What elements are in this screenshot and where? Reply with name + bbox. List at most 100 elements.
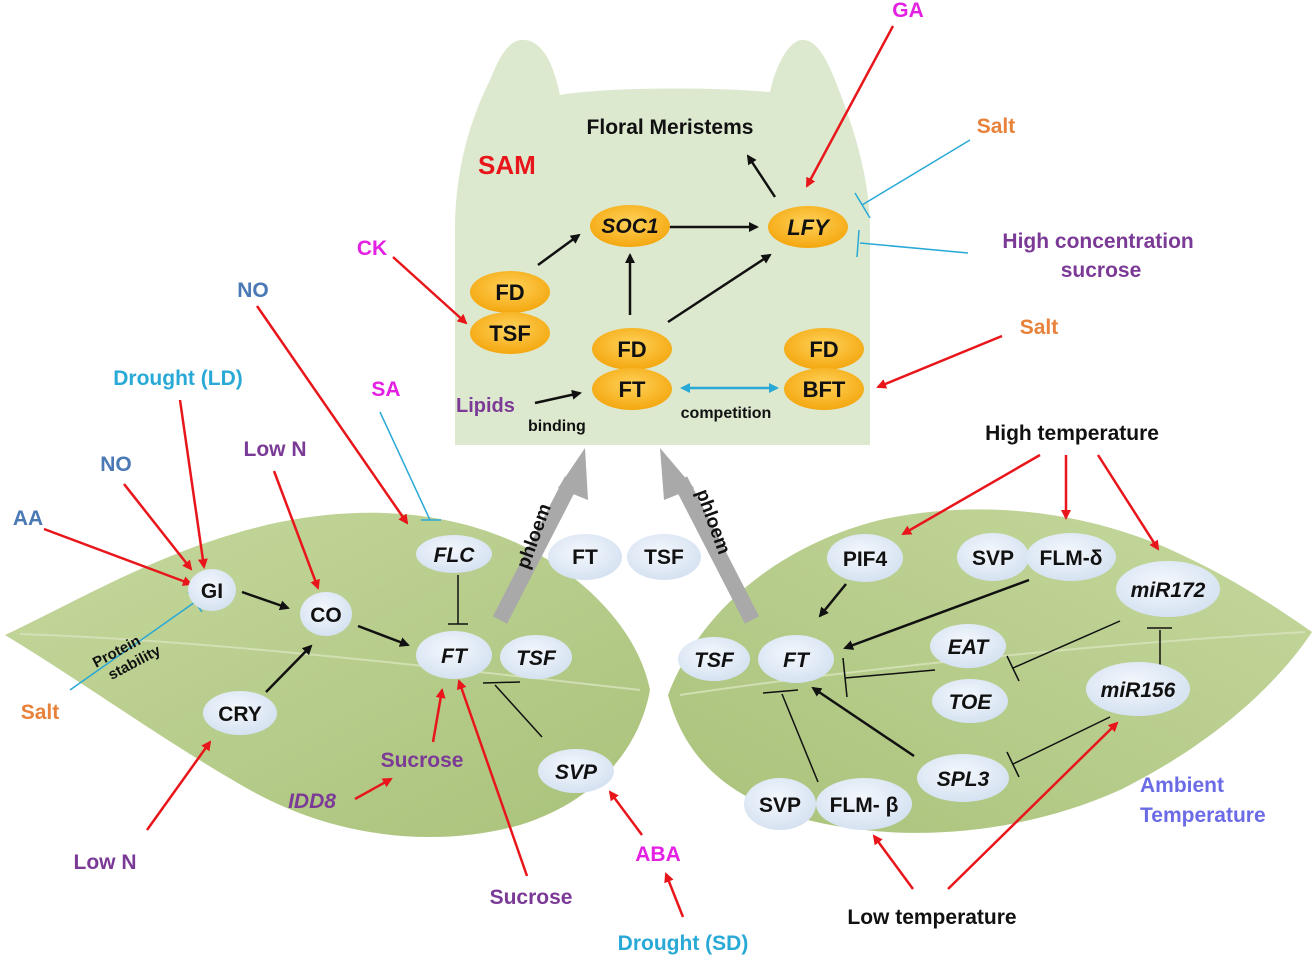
lipids-label: Lipids xyxy=(456,395,515,417)
node-tsf-right-label: TSF xyxy=(694,649,735,672)
binding-label: binding xyxy=(528,418,586,435)
node-svp-top-label: SVP xyxy=(972,547,1014,570)
node-svp-left xyxy=(538,749,614,793)
right-leaf-nodes: PIF4 SVP FLM-δ miR172 TSF FT EAT TOE miR… xyxy=(678,533,1220,830)
node-tsf-left xyxy=(500,635,572,679)
node-lfy xyxy=(768,206,848,248)
node-ft-sam xyxy=(592,368,672,410)
signal-low-temperature: Low temperature xyxy=(847,906,1016,929)
signal-no-left: NO xyxy=(100,453,132,476)
node-bft-label: BFT xyxy=(803,377,846,402)
node-fd-b-label: FD xyxy=(617,337,646,362)
node-co-label: CO xyxy=(310,604,342,627)
signal-idd8: IDD8 xyxy=(288,790,336,813)
signal-drought-ld: Drought (LD) xyxy=(113,367,242,390)
node-toe xyxy=(932,679,1008,723)
node-spl3-label: SPL3 xyxy=(937,768,990,791)
signal-salt-top: Salt xyxy=(977,115,1016,138)
node-svp-left-label: SVP xyxy=(555,761,598,784)
signal-ga: GA xyxy=(892,0,924,22)
node-svp-bottom-label: SVP xyxy=(759,794,801,817)
node-flm-beta-label: FLM- β xyxy=(830,794,899,817)
node-flc xyxy=(416,535,492,573)
node-bft xyxy=(784,368,864,410)
signal-no-top: NO xyxy=(237,279,269,302)
node-toe-label: TOE xyxy=(949,691,993,714)
phloem-arrowhead-left xyxy=(558,448,588,500)
signal-sucrose-bottom: Sucrose xyxy=(490,886,573,909)
competition-label: competition xyxy=(681,405,772,422)
node-pif4-label: PIF4 xyxy=(843,548,888,571)
node-flm-delta-label: FLM-δ xyxy=(1040,547,1103,570)
pathway-arrows xyxy=(241,154,1030,758)
signal-salt-bft: Salt xyxy=(1020,316,1059,339)
node-lfy-label: LFY xyxy=(787,215,831,240)
node-gi xyxy=(188,569,236,611)
node-mir172 xyxy=(1116,561,1220,617)
node-mobile-ft-label: FT xyxy=(572,546,598,569)
node-flc-label: FLC xyxy=(434,544,476,567)
node-tsf-sam-label: TSF xyxy=(489,321,531,346)
signal-ck: CK xyxy=(357,237,387,260)
node-flm-delta xyxy=(1026,533,1116,581)
node-cry-label: CRY xyxy=(218,703,262,726)
node-soc1-label: SOC1 xyxy=(601,215,658,238)
node-ft-left xyxy=(416,631,492,679)
node-ft-right-label: FT xyxy=(783,649,811,672)
signal-low-n-top: Low N xyxy=(244,438,307,461)
activation-arrows xyxy=(43,25,1160,918)
node-cry xyxy=(203,691,277,735)
protein-stability-label: Proteinstability xyxy=(90,626,164,688)
sam-background xyxy=(455,39,870,446)
node-fd-a xyxy=(470,271,550,313)
node-mobile-tsf xyxy=(627,534,701,580)
node-spl3 xyxy=(917,754,1009,802)
phloem-arrow-left xyxy=(492,476,580,624)
node-svp-top xyxy=(957,533,1029,581)
signal-aa: AA xyxy=(13,507,43,530)
node-eat xyxy=(930,624,1006,668)
node-mobile-tsf-label: TSF xyxy=(644,546,684,569)
node-ft-left-label: FT xyxy=(441,645,469,668)
node-pif4 xyxy=(827,534,903,582)
left-leaf xyxy=(5,512,650,838)
node-eat-label: EAT xyxy=(948,636,991,659)
sam-nodes: SOC1 LFY FD TSF FD FT FD BFT xyxy=(470,205,864,410)
phloem-arrow-right xyxy=(672,476,760,624)
node-ft-right xyxy=(758,635,834,683)
repression-links xyxy=(448,575,1172,783)
node-ft-sam-label: FT xyxy=(619,377,646,402)
node-gi-label: GI xyxy=(201,580,223,603)
signal-ambient-temperature: Ambient Temperature xyxy=(1140,774,1266,827)
signal-labels: GA Salt High concentration sucrose Salt … xyxy=(13,0,1266,955)
signal-drought-sd: Drought (SD) xyxy=(618,932,749,955)
sam-label: SAM xyxy=(478,150,536,180)
signal-high-sucrose: High concentration sucrose xyxy=(1002,230,1199,282)
node-soc1 xyxy=(590,205,670,247)
node-fd-b xyxy=(592,328,672,370)
left-leaf-midrib xyxy=(19,633,641,691)
node-mir156 xyxy=(1086,662,1190,716)
node-mir156-label: miR156 xyxy=(1101,679,1176,702)
node-fd-c xyxy=(784,328,864,370)
phloem-arrowhead-right xyxy=(660,448,694,500)
signal-sucrose-leaf: Sucrose xyxy=(381,749,464,772)
signal-low-n-bottom: Low N xyxy=(74,851,137,874)
floral-meristems-label: Floral Meristems xyxy=(587,116,754,139)
node-tsf-left-label: TSF xyxy=(516,647,557,670)
signal-high-temperature: High temperature xyxy=(985,422,1159,445)
node-svp-bottom xyxy=(744,778,816,830)
node-flm-beta xyxy=(816,778,912,830)
node-fd-c-label: FD xyxy=(809,337,838,362)
signal-sa: SA xyxy=(371,378,400,401)
node-fd-a-label: FD xyxy=(495,280,524,305)
node-tsf-right xyxy=(678,637,750,681)
node-tsf-sam xyxy=(470,312,550,354)
signal-salt-left: Salt xyxy=(21,701,60,724)
left-leaf-nodes: GI CO CRY FLC FT TSF SVP Proteinstabilit… xyxy=(90,535,614,793)
signal-aba: ABA xyxy=(635,843,681,866)
node-mobile-ft xyxy=(548,534,622,580)
node-mir172-label: miR172 xyxy=(1131,579,1206,602)
node-co xyxy=(300,592,352,636)
